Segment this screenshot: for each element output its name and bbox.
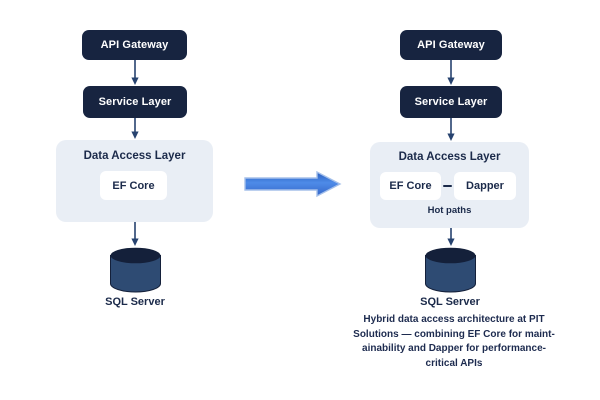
left-data-access-layer-container: Data Access Layer EF Core bbox=[56, 140, 213, 222]
down-arrow-icon bbox=[447, 60, 455, 85]
right-ef-core-node: EF Core bbox=[380, 172, 441, 200]
right-service-layer-label: Service Layer bbox=[414, 96, 488, 108]
left-ef-core-node: EF Core bbox=[100, 171, 167, 200]
left-service-layer-node: Service Layer bbox=[83, 86, 187, 118]
left-dal-title: Data Access Layer bbox=[83, 150, 186, 162]
left-db-label: SQL Server bbox=[105, 296, 165, 308]
right-ef-core-label: EF Core bbox=[389, 180, 432, 192]
down-arrow-icon bbox=[131, 118, 139, 139]
left-api-gateway-node: API Gateway bbox=[82, 30, 187, 60]
database-cylinder-icon bbox=[110, 247, 161, 293]
right-dal-title: Data Access Layer bbox=[398, 151, 501, 163]
caption: Hybrid data access architecture at PIT S… bbox=[353, 314, 555, 369]
left-service-layer-label: Service Layer bbox=[98, 96, 172, 108]
hot-paths-label: Hot paths bbox=[427, 205, 472, 216]
down-arrow-icon bbox=[131, 222, 139, 246]
down-arrow-icon bbox=[447, 118, 455, 141]
right-api-gateway-node: API Gateway bbox=[400, 30, 502, 60]
right-db-label: SQL Server bbox=[420, 296, 480, 308]
right-dapper-node: Dapper bbox=[454, 172, 516, 200]
down-arrow-icon bbox=[447, 228, 455, 246]
database-cylinder-icon bbox=[425, 247, 476, 293]
right-service-layer-node: Service Layer bbox=[400, 86, 502, 118]
right-data-access-layer-container: Data Access Layer EF Core Dapper Hot pat… bbox=[370, 142, 529, 228]
ef-core-dapper-connector bbox=[443, 185, 452, 187]
down-arrow-icon bbox=[131, 60, 139, 85]
transform-arrow-icon bbox=[244, 170, 342, 198]
right-dapper-label: Dapper bbox=[466, 180, 504, 192]
left-api-gateway-label: API Gateway bbox=[100, 39, 169, 51]
left-ef-core-label: EF Core bbox=[112, 179, 155, 192]
right-api-gateway-label: API Gateway bbox=[417, 39, 485, 51]
